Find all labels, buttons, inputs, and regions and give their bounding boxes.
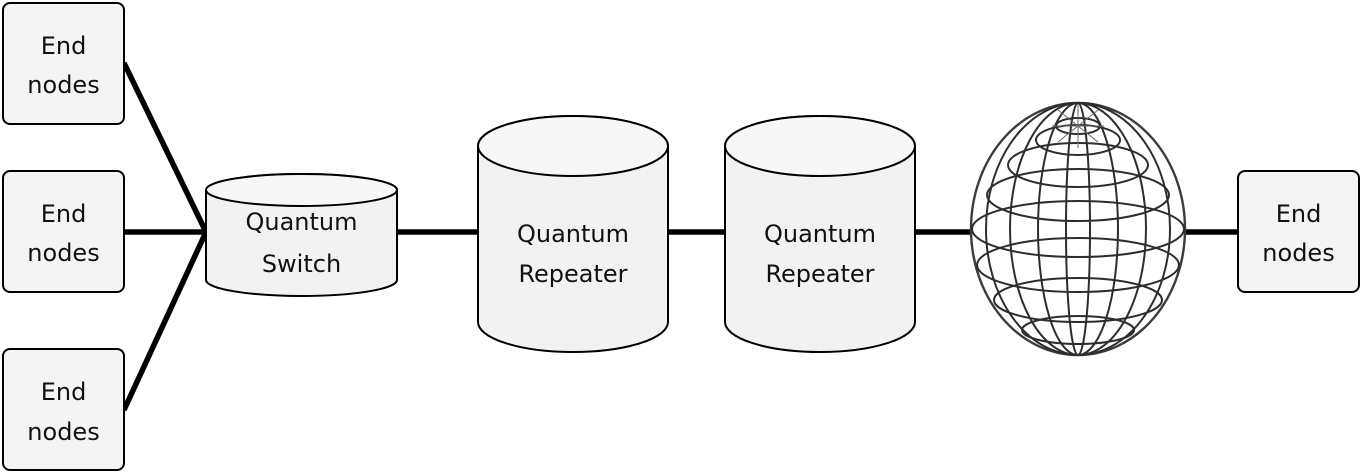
end-node-bottom-box: [2, 348, 125, 471]
quantum-switch-label-line2: Switch: [262, 250, 341, 278]
globe-meridians: [985, 102, 1171, 356]
connections: [121, 61, 1238, 412]
end-node-bottom-label-line2: nodes: [27, 418, 99, 446]
quantum-repeater-2-label-line1: Quantum: [764, 220, 876, 248]
end-node-top[interactable]: End nodes: [2, 2, 125, 125]
end-node-right[interactable]: End nodes: [1237, 170, 1360, 293]
end-node-top-box: [2, 2, 125, 125]
link-end-top-to-switch: [121, 61, 209, 234]
end-node-bottom[interactable]: End nodes: [2, 348, 125, 471]
globe-parallels: [971, 124, 1185, 345]
quantum-repeater-2[interactable]: Quantum Repeater: [724, 115, 916, 353]
quantum-repeater-2-top: [724, 115, 916, 177]
quantum-repeater-1-top: [477, 115, 669, 177]
end-node-right-label-line2: nodes: [1262, 239, 1334, 267]
end-node-right-box: [1237, 170, 1360, 293]
quantum-switch-label-line1: Quantum: [245, 208, 357, 236]
quantum-switch-top: [205, 173, 398, 207]
end-node-middle-label-line1: End: [41, 200, 87, 228]
end-node-middle-box: [2, 170, 125, 293]
quantum-repeater-1-label-line1: Quantum: [517, 220, 629, 248]
end-node-right-label-line1: End: [1276, 200, 1322, 228]
end-node-bottom-label-line1: End: [41, 378, 87, 406]
quantum-repeater-1-label-line2: Repeater: [518, 260, 627, 288]
end-node-top-label-line1: End: [41, 32, 87, 60]
link-end-bottom-to-switch: [121, 230, 209, 412]
quantum-switch[interactable]: Quantum Switch: [205, 173, 398, 297]
end-node-top-label-line2: nodes: [27, 71, 99, 99]
quantum-repeater-2-label-line2: Repeater: [765, 260, 874, 288]
globe-pole: [1052, 104, 1104, 148]
quantum-repeater-1[interactable]: Quantum Repeater: [477, 115, 669, 353]
end-node-middle-label-line2: nodes: [27, 239, 99, 267]
globe-icon: [969, 101, 1187, 357]
end-node-middle[interactable]: End nodes: [2, 170, 125, 293]
